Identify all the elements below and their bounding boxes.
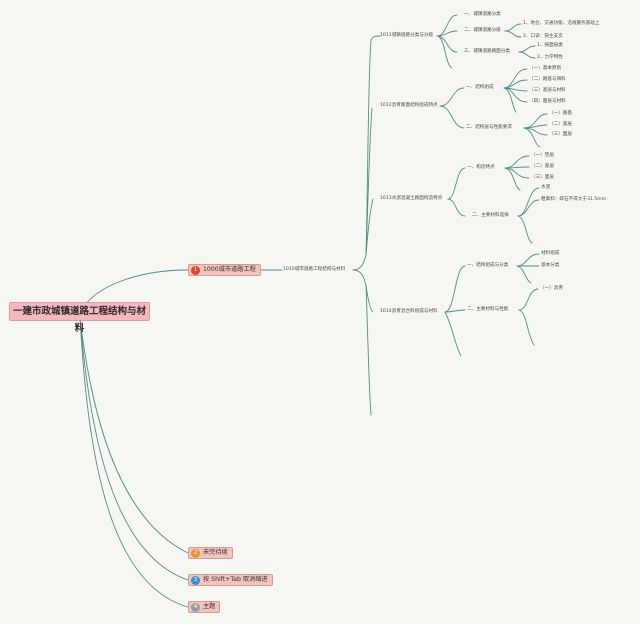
node-1011[interactable]: 1011城镇道路分类与分级 bbox=[380, 33, 434, 38]
number-badge: 2 bbox=[191, 548, 200, 558]
topic-label: 按 Shift+Tab 取消缩进 bbox=[203, 576, 268, 583]
node-leaf[interactable]: 1、地位、交通功能、沿线服务基础上 bbox=[523, 21, 600, 26]
node-leaf[interactable]: （二）基层 bbox=[531, 164, 554, 169]
node-leaf[interactable]: （二）基层 bbox=[549, 122, 572, 127]
node-road-grading[interactable]: 二、城镇道路分级 bbox=[464, 28, 501, 33]
topic-label: 未完待续 bbox=[203, 549, 228, 556]
topic-shift-tab-hint[interactable]: 3 按 Shift+Tab 取消缩进 bbox=[188, 574, 273, 586]
topic-label: 1000城市道路工程 bbox=[203, 266, 256, 273]
node-composition-classification[interactable]: 一、结构组成与分类 bbox=[467, 263, 509, 268]
node-leaf[interactable]: （四）面层与材料 bbox=[529, 99, 566, 104]
node-1012[interactable]: 1012沥青路面结构组成特点 bbox=[380, 103, 438, 108]
number-badge: 3 bbox=[191, 575, 200, 585]
node-leaf[interactable]: （三）面层 bbox=[531, 175, 554, 180]
node-1013[interactable]: 1013水泥混凝土路面构造特点 bbox=[380, 196, 443, 201]
node-layer-performance[interactable]: 二、结构层与性能要求 bbox=[466, 125, 512, 130]
node-road-classification[interactable]: 一、城镇道路分类 bbox=[464, 12, 501, 17]
node-structure-composition[interactable]: 一、结构组成 bbox=[466, 85, 494, 90]
node-main-materials[interactable]: 二、主要材料选择 bbox=[472, 213, 509, 218]
node-leaf[interactable]: （一）路基 bbox=[549, 111, 572, 116]
node-1010-structure-materials[interactable]: 1010城市道路工程结构与材料 bbox=[283, 267, 346, 272]
node-leaf[interactable]: 水泥 bbox=[541, 185, 551, 190]
node-leaf[interactable]: 粗集料：碎石不得大于31.5mm bbox=[541, 197, 607, 202]
node-leaf[interactable]: 1、按面层类 bbox=[537, 43, 563, 48]
node-1014[interactable]: 1014沥青混合料组成与材料 bbox=[380, 309, 438, 314]
node-construction-features[interactable]: 一、构造特点 bbox=[467, 165, 495, 170]
node-leaf[interactable]: （二）路基与填料 bbox=[529, 77, 566, 82]
node-materials-performance[interactable]: 二、主要材料与性能 bbox=[467, 307, 509, 312]
node-leaf[interactable]: （一）垫层 bbox=[531, 153, 554, 158]
topic-label: 主题 bbox=[203, 603, 216, 610]
node-leaf[interactable]: （三）面层 bbox=[549, 132, 572, 137]
topic-city-road-engineering[interactable]: 1 1000城市道路工程 bbox=[188, 264, 261, 276]
node-pavement-classification[interactable]: 三、城镇道路路面分类 bbox=[464, 49, 510, 54]
root-topic[interactable]: 一建市政城镇道路工程结构与材料 bbox=[9, 302, 150, 334]
topic-to-be-continued[interactable]: 2 未完待续 bbox=[188, 547, 233, 559]
node-leaf[interactable]: 基本分类 bbox=[541, 263, 560, 268]
topic-placeholder[interactable]: 4 主题 bbox=[188, 601, 221, 613]
node-leaf[interactable]: （一）基本原则 bbox=[529, 66, 562, 71]
node-leaf[interactable]: 材料组成 bbox=[541, 251, 560, 256]
node-leaf[interactable]: （三）基层与材料 bbox=[529, 88, 566, 93]
number-badge: 1 bbox=[191, 265, 200, 275]
number-badge: 4 bbox=[191, 602, 200, 612]
node-leaf[interactable]: 2、力学特性 bbox=[537, 55, 563, 60]
node-leaf[interactable]: 2、口诀：快主支次 bbox=[523, 34, 563, 39]
node-leaf[interactable]: （一）沥青 bbox=[540, 286, 563, 291]
